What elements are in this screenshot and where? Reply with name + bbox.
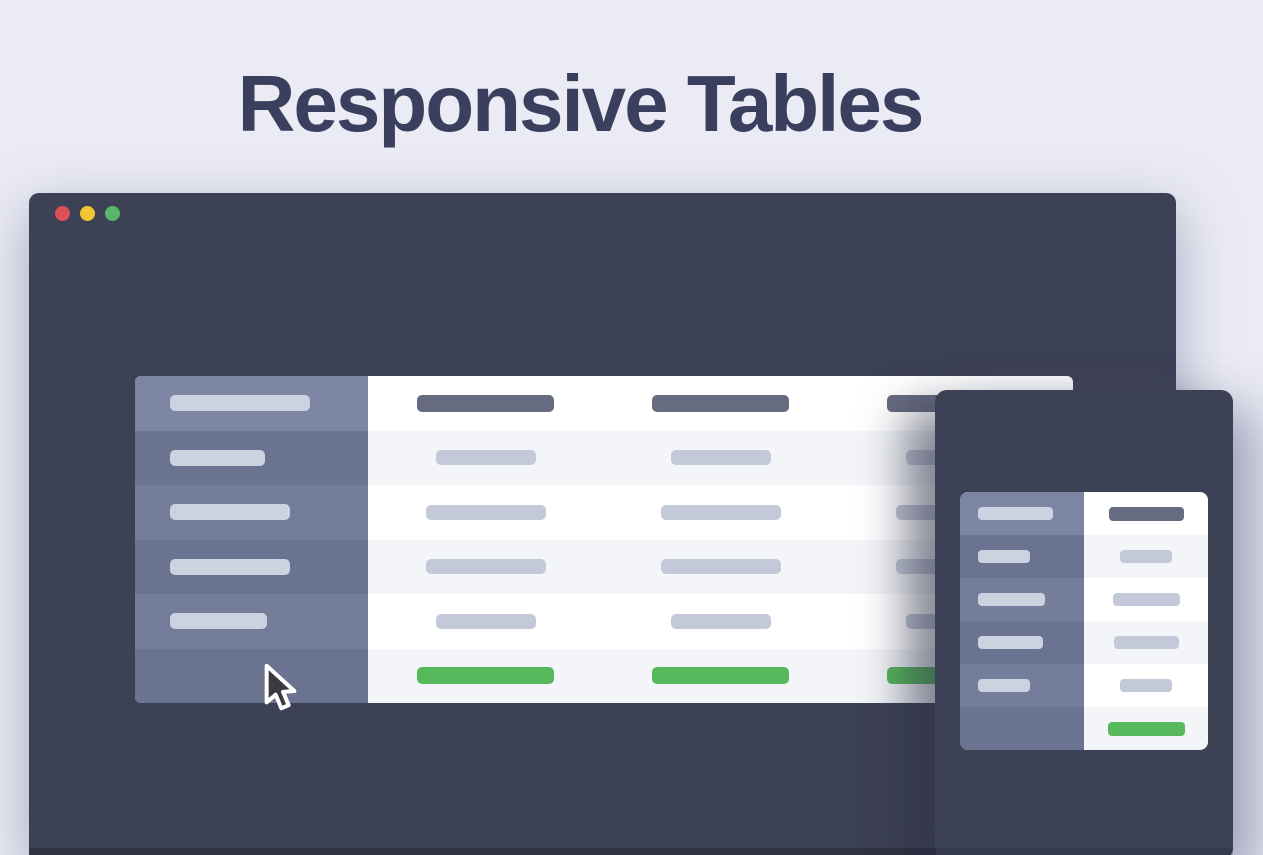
placeholder-bar	[660, 504, 781, 520]
placeholder-bar	[170, 558, 290, 575]
mobile-table	[960, 492, 1208, 750]
row-label-cell	[135, 648, 368, 703]
placeholder-bar	[425, 559, 546, 575]
column-header-bar	[417, 394, 554, 412]
table-cell	[603, 594, 838, 649]
table-cell	[603, 376, 838, 431]
table-row-header	[135, 376, 1073, 431]
placeholder-bar	[170, 449, 265, 466]
minimize-button[interactable]	[80, 206, 95, 221]
mouse-cursor-icon	[264, 664, 297, 711]
desktop-table	[135, 376, 1073, 703]
placeholder-bar	[978, 507, 1053, 520]
row-label-cell	[960, 707, 1084, 750]
placeholder-bar	[170, 504, 290, 521]
table-cell	[368, 431, 603, 486]
mobile-window	[935, 390, 1233, 855]
window-controls	[55, 206, 120, 221]
row-label-cell	[960, 621, 1084, 664]
table-row-header	[960, 492, 1208, 535]
placeholder-bar	[670, 450, 771, 466]
table-cell	[1084, 707, 1208, 750]
table-cell	[368, 540, 603, 595]
table-row-data	[135, 485, 1073, 540]
placeholder-bar	[170, 613, 267, 630]
table-cell	[603, 431, 838, 486]
row-label-cell	[960, 535, 1084, 578]
table-cell	[1084, 535, 1208, 578]
mobile-table-rows	[960, 492, 1208, 750]
table-cell	[603, 540, 838, 595]
table-cell	[1084, 578, 1208, 621]
placeholder-bar	[1112, 593, 1180, 606]
close-button[interactable]	[55, 206, 70, 221]
placeholder-bar	[978, 636, 1043, 649]
table-row-data	[960, 621, 1208, 664]
desktop-table-rows	[135, 376, 1073, 703]
action-button[interactable]	[417, 667, 554, 685]
row-label-cell	[135, 485, 368, 540]
table-cell	[368, 594, 603, 649]
table-row-data	[960, 578, 1208, 621]
table-cell	[1084, 621, 1208, 664]
placeholder-bar	[1120, 679, 1172, 692]
row-label-cell	[135, 430, 368, 485]
table-cell	[368, 485, 603, 540]
maximize-button[interactable]	[105, 206, 120, 221]
placeholder-bar	[435, 613, 536, 629]
placeholder-bar	[435, 450, 536, 466]
table-cell	[1084, 492, 1208, 535]
table-row-data	[960, 664, 1208, 707]
placeholder-bar	[1113, 636, 1179, 649]
table-row-footer	[135, 648, 1073, 704]
column-header-bar	[652, 394, 789, 412]
row-label-cell	[135, 376, 368, 431]
window-bottom-shade	[29, 848, 1233, 855]
table-row-data	[960, 535, 1208, 578]
row-label-cell	[960, 492, 1084, 535]
table-row-data	[135, 539, 1073, 595]
placeholder-bar	[670, 613, 771, 629]
placeholder-bar	[425, 504, 546, 520]
table-row-footer	[960, 707, 1208, 750]
placeholder-bar	[170, 395, 310, 412]
table-cell	[603, 649, 838, 704]
table-row-data	[135, 430, 1073, 486]
placeholder-bar	[978, 550, 1030, 563]
placeholder-bar	[660, 559, 781, 575]
table-cell	[1084, 664, 1208, 707]
action-button[interactable]	[652, 667, 789, 685]
row-label-cell	[135, 594, 368, 649]
column-header-bar	[1108, 506, 1184, 521]
table-cell	[368, 649, 603, 704]
table-row-data	[135, 594, 1073, 649]
row-label-cell	[960, 578, 1084, 621]
action-button[interactable]	[1107, 721, 1185, 736]
table-cell	[368, 376, 603, 431]
page-title: Responsive Tables	[237, 59, 925, 148]
row-label-cell	[135, 539, 368, 594]
row-label-cell	[960, 664, 1084, 707]
table-cell	[603, 485, 838, 540]
placeholder-bar	[978, 593, 1045, 606]
placeholder-bar	[978, 679, 1030, 692]
placeholder-bar	[1120, 550, 1172, 563]
